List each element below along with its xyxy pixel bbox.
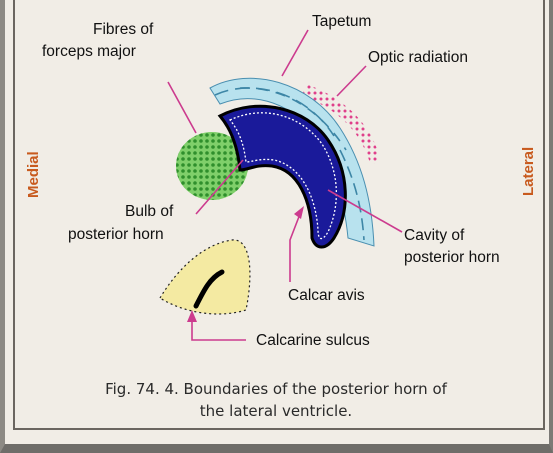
label-lateral: Lateral	[520, 147, 537, 196]
caption-line-2: the lateral ventricle.	[200, 402, 352, 420]
caption-line-1: Fig. 74. 4. Boundaries of the posterior …	[105, 380, 448, 398]
calcarine-region	[160, 240, 250, 314]
label-fibres-forceps-1: Fibres of	[93, 21, 154, 38]
label-bulb-2: posterior horn	[68, 226, 164, 243]
pointer-forceps	[168, 82, 196, 133]
label-bulb-1: Bulb of	[125, 203, 174, 220]
label-cavity-1: Cavity of	[404, 227, 465, 244]
label-medial: Medial	[25, 151, 42, 198]
label-fibres-forceps-2: forceps major	[42, 43, 136, 60]
pointer-optic	[337, 66, 366, 96]
label-cavity-2: posterior horn	[404, 249, 500, 266]
label-calcar-avis: Calcar avis	[288, 287, 365, 304]
pointer-calcar	[290, 214, 300, 282]
label-tapetum: Tapetum	[312, 13, 371, 30]
label-optic-radiation: Optic radiation	[368, 49, 468, 66]
label-calcarine-sulcus: Calcarine sulcus	[256, 332, 370, 349]
arrowhead-calcar	[294, 206, 304, 219]
pointer-sulcus	[192, 320, 246, 340]
pointer-tapetum	[282, 30, 308, 76]
